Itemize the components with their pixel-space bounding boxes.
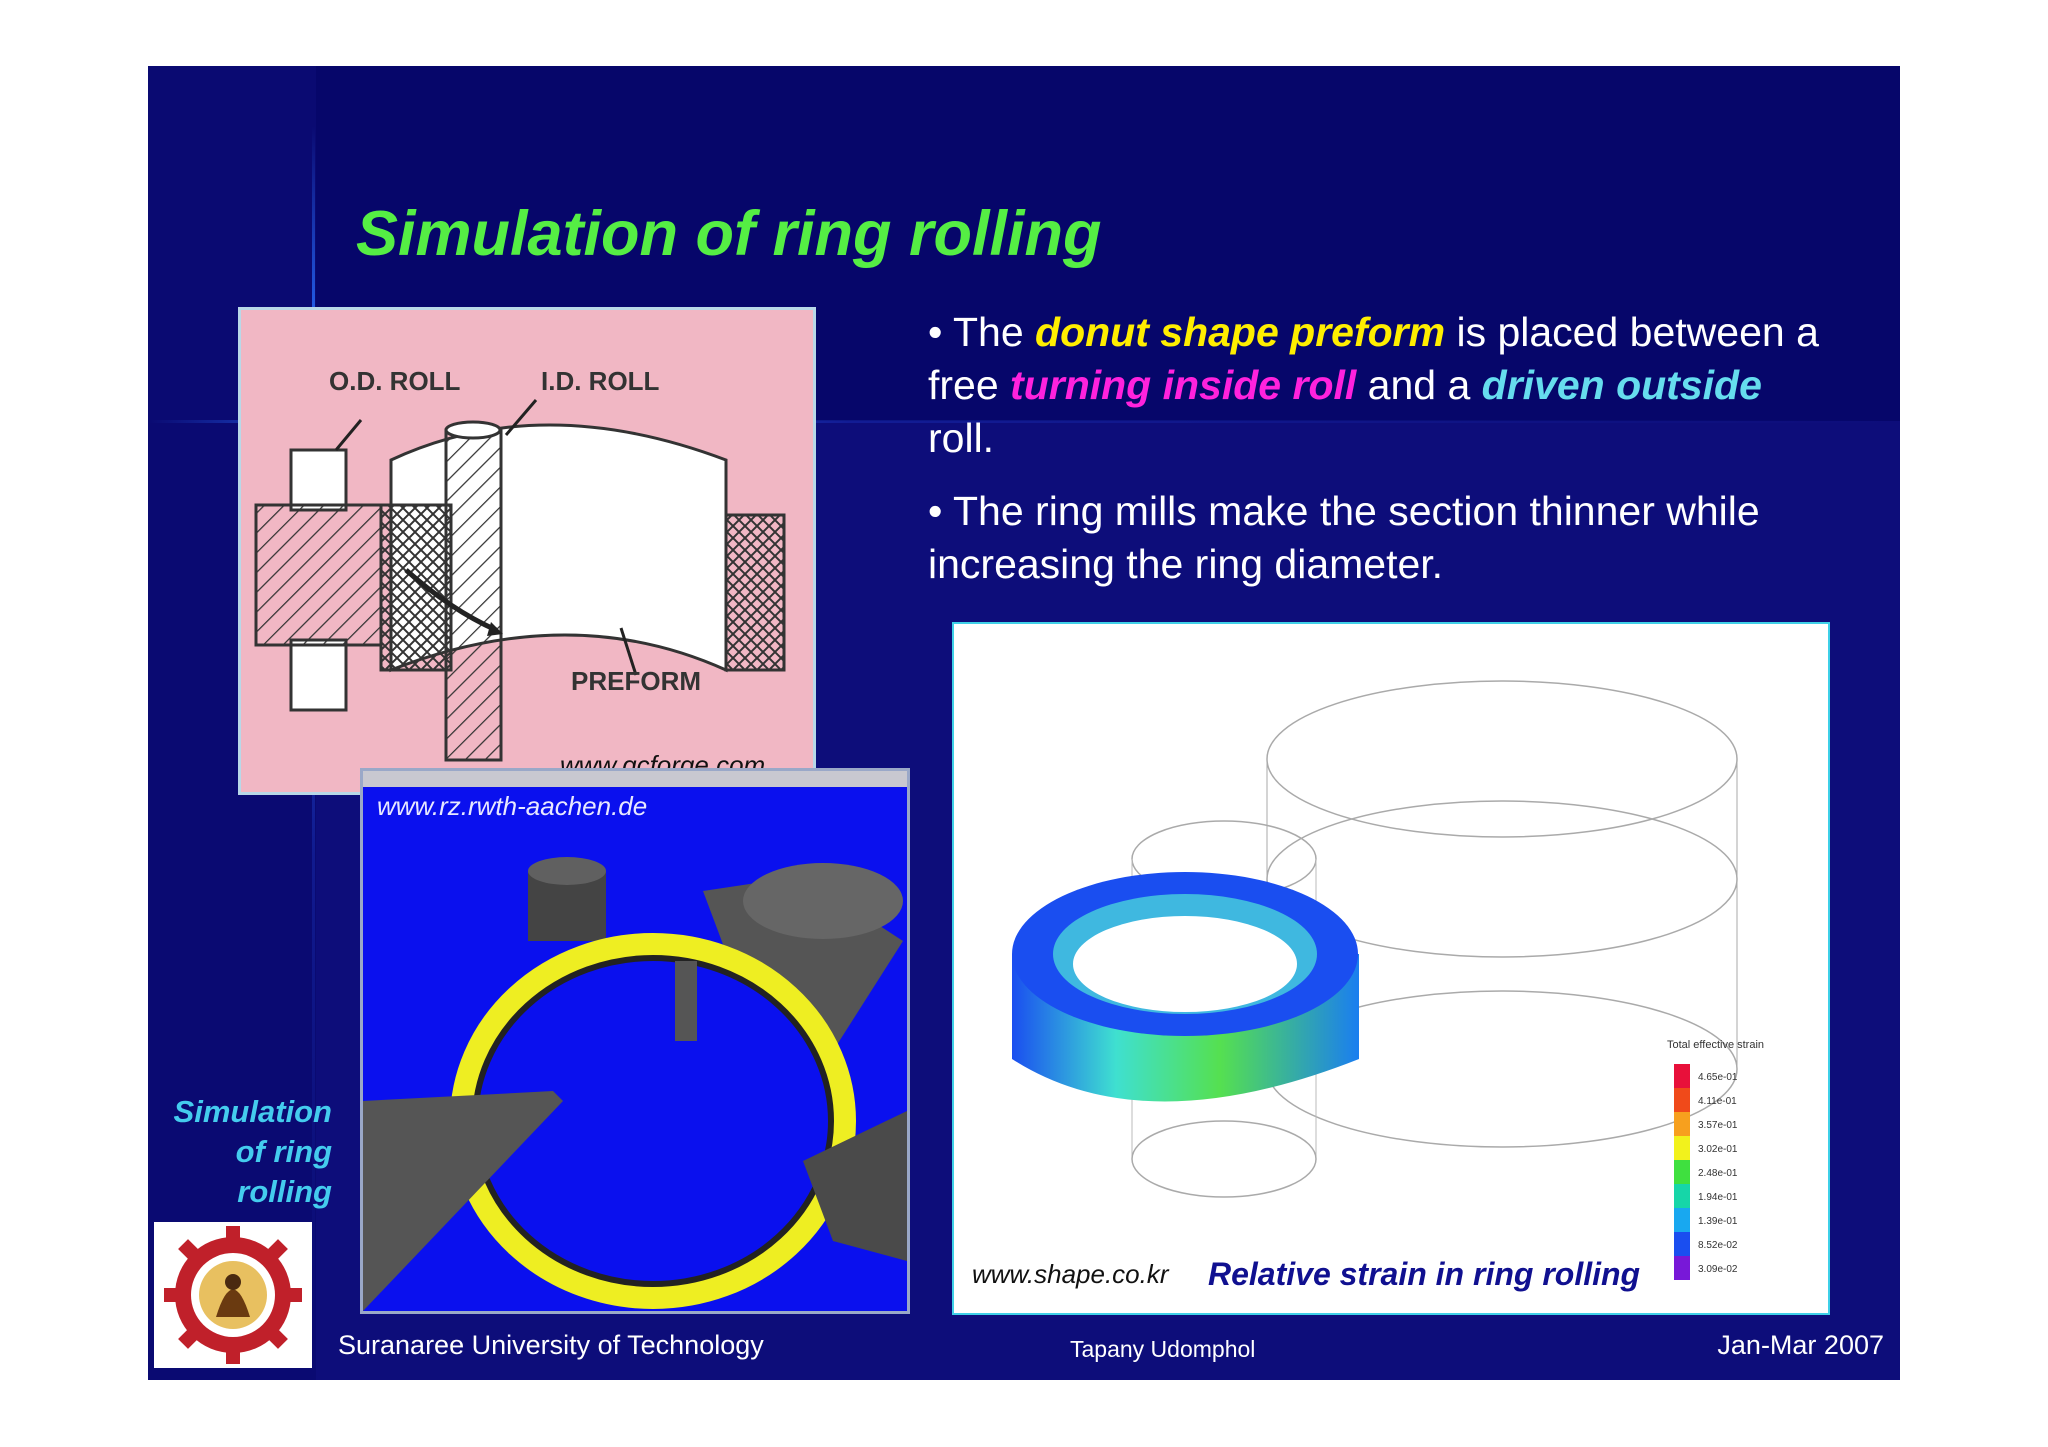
legend-swatch — [1674, 1112, 1690, 1136]
side-caption: Simulation of ring rolling — [168, 1092, 332, 1212]
footer-date: Jan-Mar 2007 — [1717, 1330, 1884, 1360]
bullet-1: • The donut shape preform is placed betw… — [928, 306, 1828, 465]
legend-value: 3.57e-01 — [1698, 1120, 1738, 1131]
fem-render: Total effective strain 4.65e-01 4.11e-01 3… — [1012, 680, 1764, 1280]
legend-title: Total effective strain — [1667, 1039, 1764, 1051]
legend-value: 4.11e-01 — [1698, 1096, 1737, 1107]
legend-value: 8.52e-02 — [1698, 1240, 1738, 1251]
ring-rolling-schematic: O.D. ROLL I.D. ROLL PREFORM — [238, 307, 816, 795]
side-caption-line-2: of ring — [235, 1134, 332, 1169]
legend-value: 3.02e-01 — [1698, 1144, 1738, 1155]
window-titlebar — [363, 771, 907, 787]
preform-label: PREFORM — [571, 666, 701, 696]
schematic-drawing: O.D. ROLL I.D. ROLL PREFORM — [254, 366, 786, 762]
university-logo — [154, 1222, 312, 1368]
legend-swatch — [1674, 1184, 1690, 1208]
strain-fem-result: Total effective strain 4.65e-01 4.11e-01 3… — [952, 622, 1830, 1315]
simulation-render — [363, 857, 907, 1311]
footer-author: Tapany Udomphol — [1070, 1336, 1256, 1362]
side-caption-line-1: Simulation — [173, 1094, 332, 1129]
legend-swatch — [1674, 1208, 1690, 1232]
legend-swatch — [1674, 1136, 1690, 1160]
strain-legend: 4.65e-01 4.11e-01 3.57e-01 3.02e-01 2.48e-01… — [1674, 1064, 1738, 1280]
legend-swatch — [1674, 1232, 1690, 1256]
bullet-1-suffix: roll. — [928, 415, 995, 461]
strain-caption: Relative strain in ring rolling — [1208, 1256, 1641, 1292]
slide-title: Simulation of ring rolling — [356, 199, 1102, 269]
bullet-1-prefix: • The — [928, 309, 1036, 355]
highlight-driven-outside: driven outside — [1481, 362, 1762, 408]
legend-swatch — [1674, 1256, 1690, 1280]
footer-institution: Suranaree University of Technology — [338, 1330, 764, 1360]
legend-swatch — [1674, 1064, 1690, 1088]
highlight-inside-roll: turning inside roll — [1010, 362, 1357, 408]
slide: Simulation of ring rolling • The donut s… — [148, 66, 1900, 1380]
legend-swatch — [1674, 1088, 1690, 1112]
highlight-donut-preform: donut shape preform — [1035, 309, 1446, 355]
bullet-list: • The donut shape preform is placed betw… — [928, 306, 1828, 611]
legend-value: 3.09e-02 — [1698, 1264, 1738, 1275]
legend-swatch — [1674, 1160, 1690, 1184]
source-shape: www.shape.co.kr — [972, 1259, 1169, 1289]
od-roll-label: O.D. ROLL — [329, 366, 461, 396]
bullet-1-middle1: is placed between a free — [928, 309, 1819, 408]
bullet-1-middle2: and a — [1356, 362, 1482, 408]
legend-value: 2.48e-01 — [1698, 1168, 1738, 1179]
legend-value: 4.65e-01 — [1698, 1072, 1738, 1083]
ring-rolling-3d-simulation — [360, 768, 910, 1314]
side-caption-line-3: rolling — [237, 1174, 332, 1209]
legend-value: 1.39e-01 — [1698, 1216, 1738, 1227]
legend-value: 1.94e-01 — [1698, 1192, 1738, 1203]
bullet-2: • The ring mills make the section thinne… — [928, 488, 1760, 587]
horizontal-accent-line — [148, 420, 1900, 423]
id-roll-label: I.D. ROLL — [541, 366, 660, 396]
source-rwth-aachen: www.rz.rwth-aachen.de — [377, 791, 648, 821]
gear-emblem-icon — [164, 1226, 302, 1364]
